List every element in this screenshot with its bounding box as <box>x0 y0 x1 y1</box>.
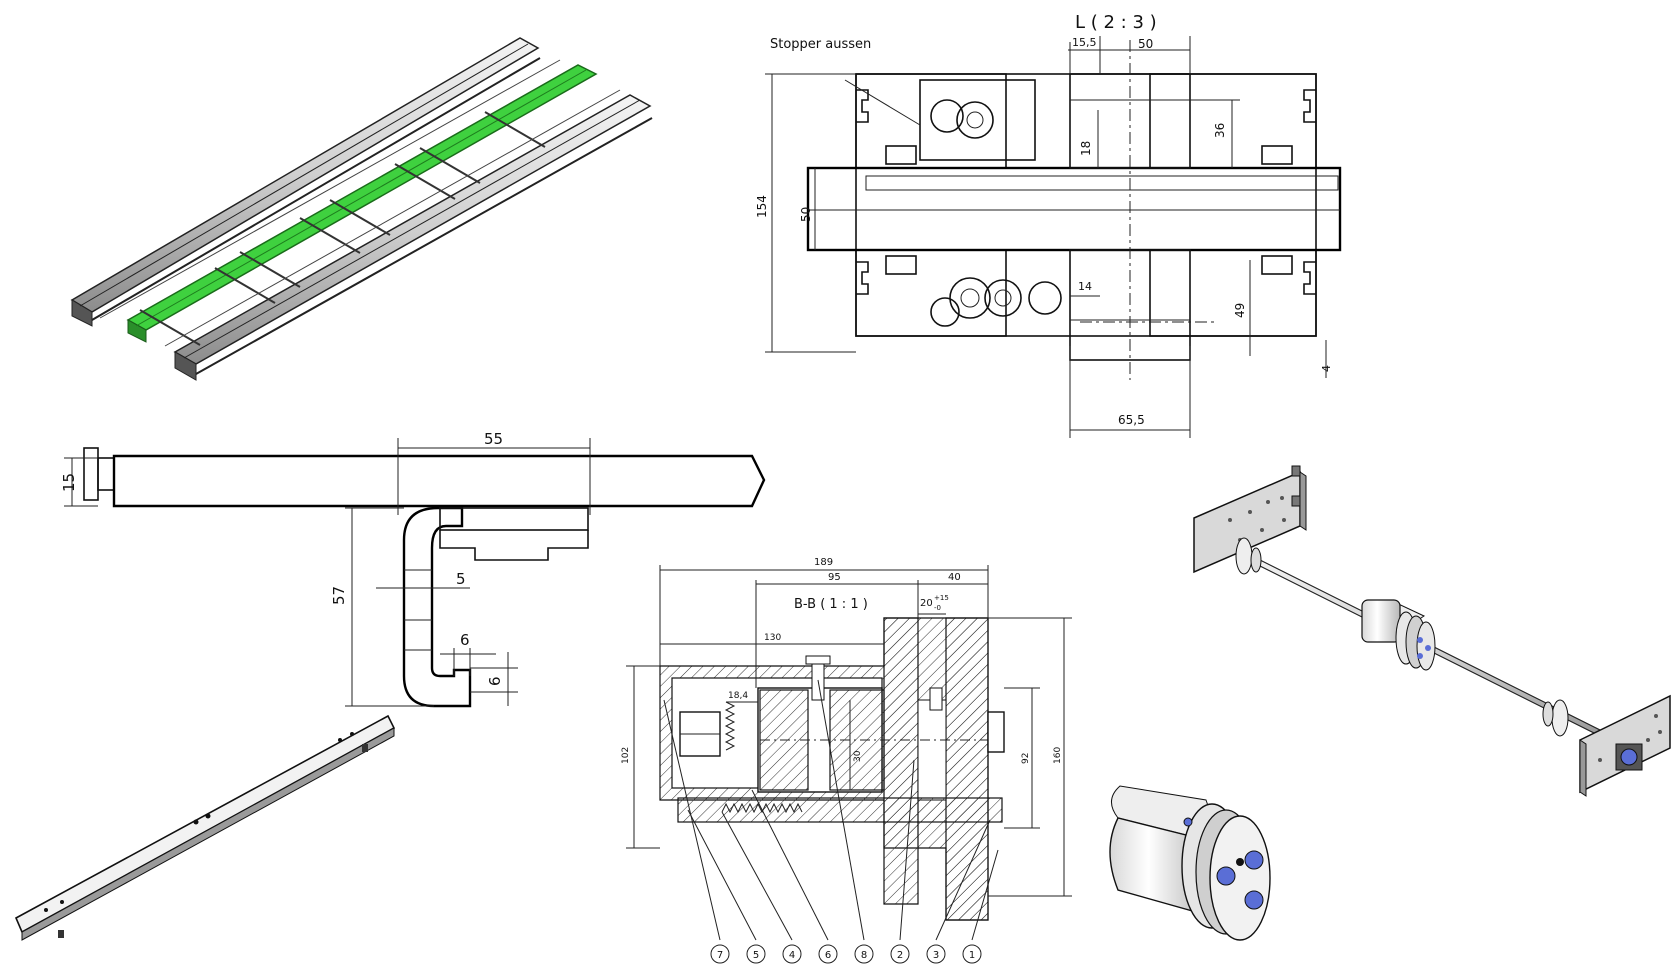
dim-6-horizontal: 6 <box>460 631 470 649</box>
dim-36: 36 <box>1213 123 1227 138</box>
section-title: B-B ( 1 : 1 ) <box>794 597 868 612</box>
dim-130: 130 <box>764 633 781 643</box>
dim-20-lower-tolerance: -0 <box>934 604 941 612</box>
dim-55: 55 <box>484 430 503 448</box>
dim-20: 20 <box>920 598 933 609</box>
iso-shaft-assembly <box>1193 465 1671 797</box>
dim-4: 4 <box>1320 365 1333 372</box>
side-view-l: Stopper aussen L ( 2 : 3 ) 15,5 50 36 18… <box>755 12 1342 438</box>
balloon-7: 7 <box>710 944 730 964</box>
balloon-4: 4 <box>782 944 802 964</box>
svg-text:7: 7 <box>717 950 723 961</box>
svg-text:4: 4 <box>789 950 795 961</box>
balloon-1: 1 <box>962 944 982 964</box>
svg-text:3: 3 <box>933 950 939 961</box>
dim-40: 40 <box>948 572 961 583</box>
dim-18: 18 <box>1079 141 1093 156</box>
dim-20-upper-tolerance: +15 <box>934 594 949 602</box>
dim-49: 49 <box>1233 303 1247 318</box>
iso-flat-bar <box>14 714 396 941</box>
dim-15: 15 <box>60 473 78 492</box>
dim-57: 57 <box>330 586 348 605</box>
section-b-b-view: 189 95 40 20 +15 -0 B-B ( 1 : 1 ) 130 18… <box>621 557 1072 964</box>
dim-189: 189 <box>814 557 833 568</box>
dim-30: 30 <box>853 750 863 762</box>
dim-14: 14 <box>1078 280 1092 293</box>
profile-detail-view: 55 15 57 5 6 6 <box>60 430 766 708</box>
view-title: L ( 2 : 3 ) <box>1075 12 1157 33</box>
dim-160: 160 <box>1053 747 1063 764</box>
dim-15-5: 15,5 <box>1072 36 1097 49</box>
balloon-6: 6 <box>818 944 838 964</box>
svg-text:5: 5 <box>753 950 759 961</box>
dim-154: 154 <box>755 195 769 218</box>
svg-text:8: 8 <box>861 950 867 961</box>
iso-conveyor-view <box>70 37 653 381</box>
svg-text:2: 2 <box>897 950 903 961</box>
dim-50-left: 50 <box>799 207 813 222</box>
dim-102: 102 <box>621 747 631 764</box>
dim-95: 95 <box>828 572 841 583</box>
balloon-3: 3 <box>926 944 946 964</box>
iso-cylinder-closeup <box>1109 785 1271 941</box>
dim-18-4: 18,4 <box>728 691 748 701</box>
balloon-2: 2 <box>890 944 910 964</box>
dim-50-top: 50 <box>1138 37 1153 51</box>
balloon-8: 8 <box>854 944 874 964</box>
svg-text:6: 6 <box>825 950 831 961</box>
dim-65-5: 65,5 <box>1118 413 1145 427</box>
dim-6-vertical: 6 <box>486 676 504 686</box>
dim-92: 92 <box>1021 753 1031 764</box>
dim-5: 5 <box>456 570 466 588</box>
stopper-label: Stopper aussen <box>770 37 871 52</box>
balloon-5: 5 <box>746 944 766 964</box>
svg-text:1: 1 <box>969 950 975 961</box>
